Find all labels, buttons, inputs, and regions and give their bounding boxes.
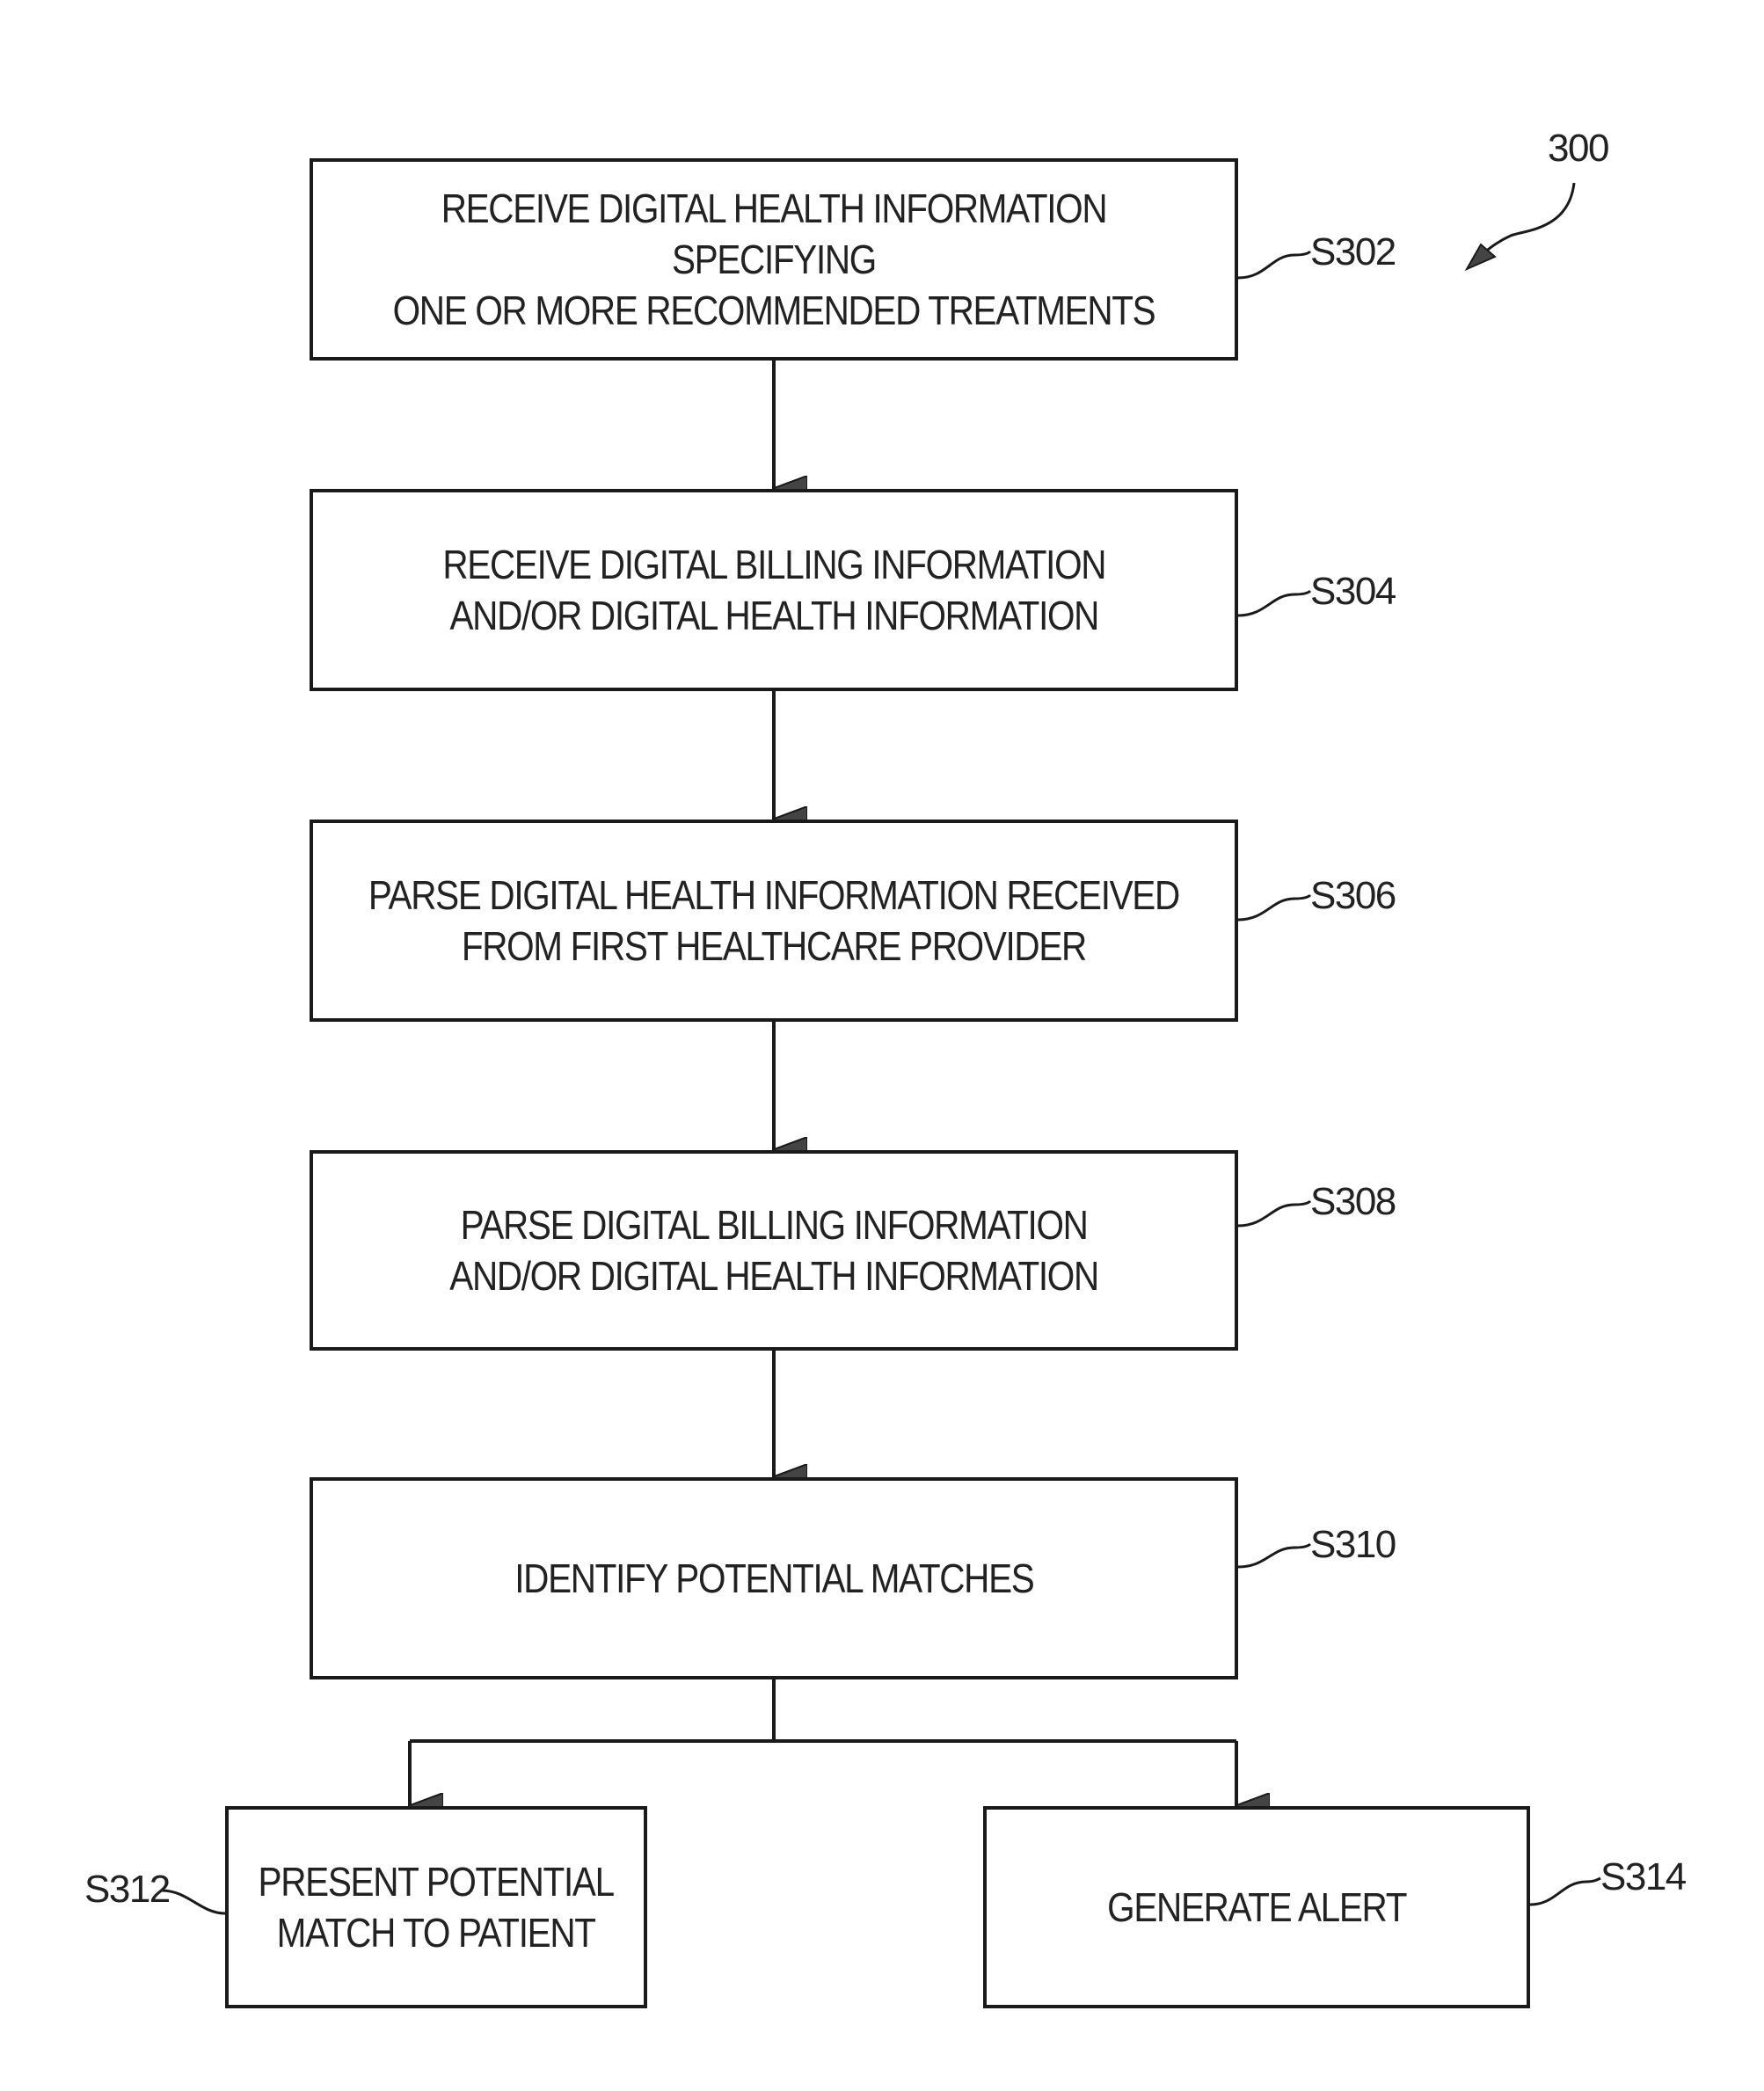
step-s306-text: PARSE DIGITAL HEALTH INFORMATION RECEIVE… — [368, 870, 1179, 972]
leader-s310 — [1238, 1544, 1310, 1567]
step-s308-box: PARSE DIGITAL BILLING INFORMATION AND/OR… — [310, 1150, 1238, 1351]
step-s314-label: S314 — [1600, 1855, 1686, 1899]
step-s310-box: IDENTIFY POTENTIAL MATCHES — [310, 1477, 1238, 1679]
step-s314-box: GENERATE ALERT — [983, 1806, 1530, 2008]
step-s304-label: S304 — [1310, 570, 1396, 614]
step-s312-text: PRESENT POTENTIAL MATCH TO PATIENT — [259, 1856, 614, 1958]
leader-s314 — [1530, 1878, 1600, 1905]
leader-s302 — [1238, 251, 1310, 278]
step-s304-box: RECEIVE DIGITAL BILLING INFORMATION AND/… — [310, 489, 1238, 691]
step-s308-label: S308 — [1310, 1180, 1396, 1224]
step-s302-box: RECEIVE DIGITAL HEALTH INFORMATION SPECI… — [310, 158, 1238, 361]
step-s302-label: S302 — [1310, 230, 1396, 274]
step-s310-label: S310 — [1310, 1523, 1396, 1567]
step-s302-text: RECEIVE DIGITAL HEALTH INFORMATION SPECI… — [368, 183, 1179, 336]
step-s304-text: RECEIVE DIGITAL BILLING INFORMATION AND/… — [442, 539, 1105, 641]
leader-s306 — [1238, 895, 1310, 920]
step-s308-text: PARSE DIGITAL BILLING INFORMATION AND/OR… — [449, 1199, 1098, 1301]
leader-s308 — [1238, 1201, 1310, 1226]
step-s306-box: PARSE DIGITAL HEALTH INFORMATION RECEIVE… — [310, 820, 1238, 1022]
figure-reference-arrow — [1481, 183, 1574, 255]
figure-number-label: 300 — [1548, 127, 1608, 171]
step-s306-label: S306 — [1310, 874, 1396, 918]
leader-s304 — [1238, 591, 1310, 616]
step-s314-text: GENERATE ALERT — [1107, 1882, 1406, 1933]
step-s310-text: IDENTIFY POTENTIAL MATCHES — [514, 1553, 1033, 1604]
step-s312-label: S312 — [84, 1868, 170, 1912]
step-s312-box: PRESENT POTENTIAL MATCH TO PATIENT — [225, 1806, 647, 2008]
leader-s312 — [162, 1891, 225, 1913]
